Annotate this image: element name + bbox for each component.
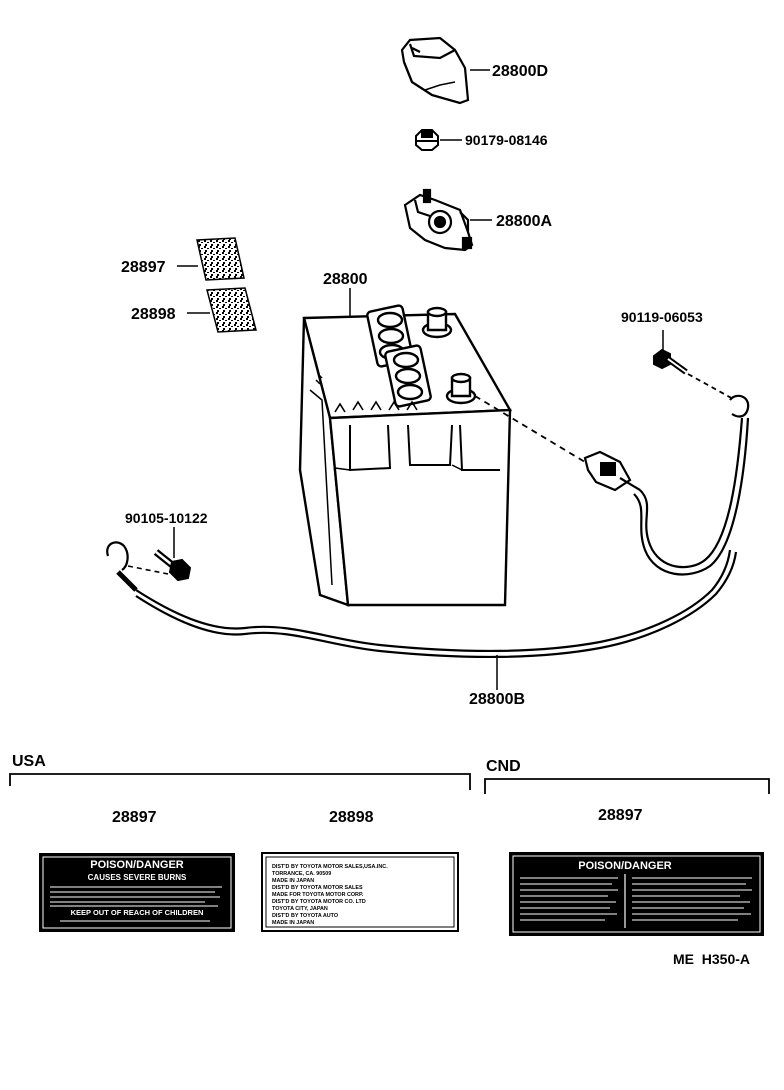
usa-bracket	[9, 773, 471, 790]
section-cnd-title: CND	[486, 758, 521, 775]
part-number-bolt-right: 90119-06053	[621, 309, 703, 325]
diagram-code: ME H350-A	[673, 951, 750, 967]
info-line-5: MADE FOR TOYOTA MOTOR CORP.	[272, 892, 364, 898]
usa-label-b-part: 28898	[329, 809, 374, 826]
negative-cable	[106, 541, 738, 659]
warning-label-small	[196, 237, 245, 281]
terminal-clamp	[403, 188, 474, 252]
part-number-clamp: 28800A	[496, 213, 552, 230]
info-line-9: MADE IN JAPAN	[272, 920, 314, 926]
part-number-battery: 28800	[323, 271, 368, 288]
usa-warning-subtitle: CAUSES SEVERE BURNS	[88, 873, 187, 882]
cnd-warning-title: POISON/DANGER	[578, 860, 672, 872]
usa-label-a-part: 28897	[112, 809, 157, 826]
part-number-nut: 90179-08146	[465, 132, 548, 148]
usa-info-label: DIST'D BY TOYOTA MOTOR SALES,USA.INC. TO…	[261, 852, 459, 932]
positive-cable	[583, 394, 750, 576]
section-usa-title: USA	[12, 753, 46, 770]
info-label-small	[206, 287, 257, 333]
cnd-bracket	[484, 778, 770, 794]
usa-warning-label: POISON/DANGER CAUSES SEVERE BURNS KEEP O…	[39, 853, 235, 932]
part-number-bolt-left: 90105-10122	[125, 510, 208, 526]
usa-warning-footer: KEEP OUT OF REACH OF CHILDREN	[71, 908, 204, 917]
info-line-1: DIST'D BY TOYOTA MOTOR SALES,USA.INC.	[272, 864, 388, 870]
info-line-6: DIST'D BY TOYOTA MOTOR CO. LTD	[272, 899, 366, 905]
part-number-label-a: 28897	[121, 259, 166, 276]
info-line-3: MADE IN JAPAN	[272, 878, 314, 884]
cnd-warning-label: POISON/DANGER	[509, 852, 764, 936]
info-line-2: TORRANCE, CA. 90509	[272, 871, 331, 877]
info-line-7: TOYOTA CITY, JAPAN	[272, 906, 328, 912]
battery	[298, 304, 513, 607]
bolt-left	[153, 549, 192, 582]
bolt-right	[653, 348, 688, 375]
battery-terminal-cover	[400, 36, 470, 105]
part-number-cover: 28800D	[492, 63, 548, 80]
cnd-warning-text-lines	[520, 877, 752, 921]
usa-warning-text-lines	[50, 886, 222, 922]
info-line-8: DIST'D BY TOYOTA AUTO	[272, 913, 338, 919]
usa-warning-title: POISON/DANGER	[90, 859, 184, 871]
cnd-label-part: 28897	[598, 807, 643, 824]
terminal-nut	[415, 129, 439, 151]
info-line-4: DIST'D BY TOYOTA MOTOR SALES	[272, 885, 363, 891]
part-number-cable: 28800B	[469, 691, 525, 708]
part-number-label-b: 28898	[131, 306, 176, 323]
